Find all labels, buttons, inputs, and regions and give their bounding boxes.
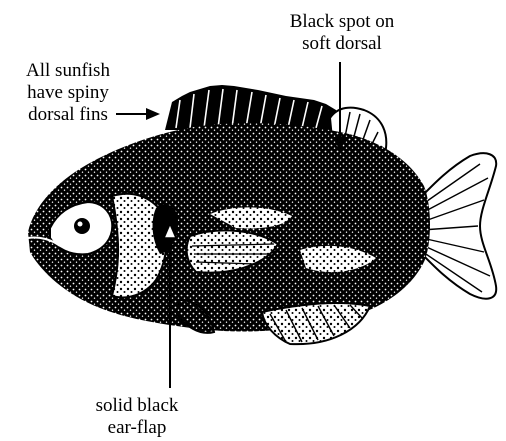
- label-line: Black spot on: [262, 11, 422, 33]
- eye: [74, 218, 90, 234]
- label-black-spot: Black spot on soft dorsal: [262, 11, 422, 55]
- label-line: dorsal fins: [4, 104, 132, 126]
- label-line: solid black: [62, 395, 212, 417]
- label-spiny-dorsal-fins: All sunfish have spiny dorsal fins: [4, 60, 132, 126]
- label-ear-flap: solid black ear-flap: [62, 395, 212, 439]
- label-line: All sunfish: [4, 60, 132, 82]
- arrow-black-spot: [334, 62, 346, 152]
- label-line: ear-flap: [62, 417, 212, 439]
- label-line: have spiny: [4, 82, 132, 104]
- label-line: soft dorsal: [262, 33, 422, 55]
- fish-body: [28, 123, 430, 331]
